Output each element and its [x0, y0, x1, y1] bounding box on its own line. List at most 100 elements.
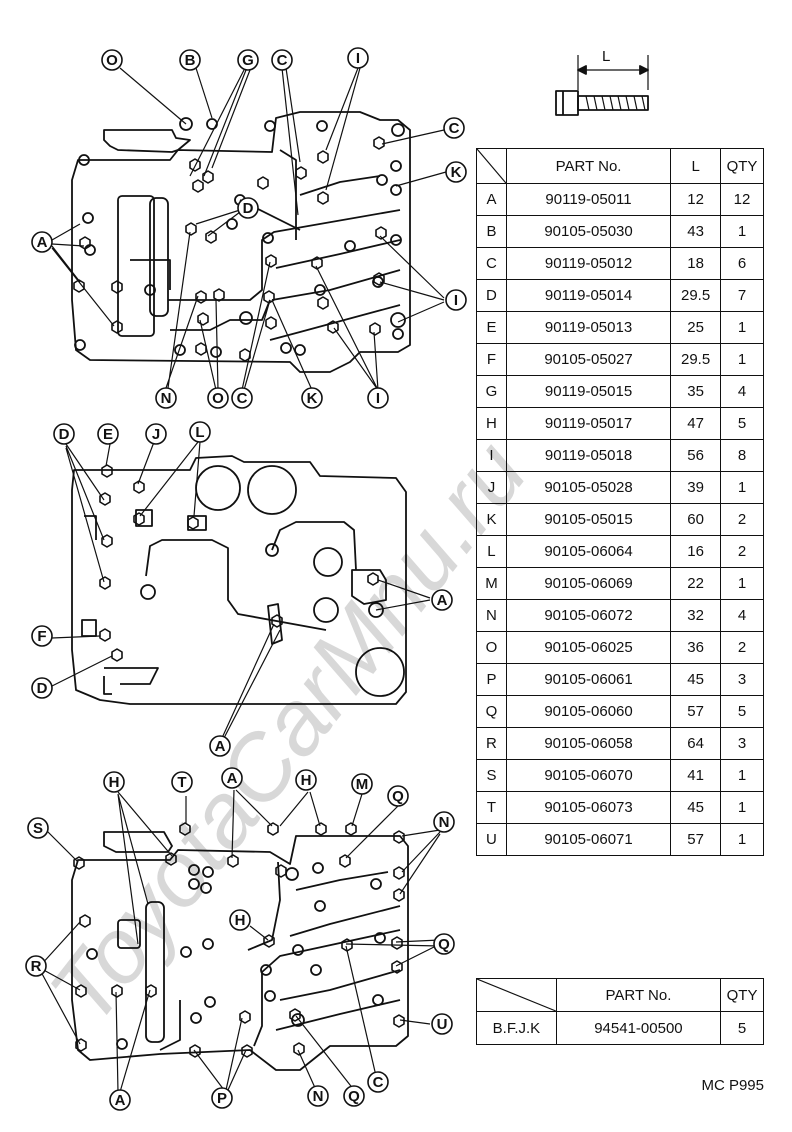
row-part-no: 90105-05015 — [505, 503, 672, 536]
row-qty: 5 — [720, 695, 764, 728]
sub-row-key: B.F.J.K — [476, 1011, 557, 1045]
callout-top-D: D — [237, 197, 259, 219]
svg-text:G: G — [242, 52, 254, 69]
row-part-no: 90105-06072 — [505, 599, 672, 632]
row-length: 22 — [670, 567, 722, 600]
svg-text:K: K — [307, 390, 318, 407]
svg-text:B: B — [185, 52, 196, 69]
callout-top-C: C — [271, 49, 293, 71]
row-length: 47 — [670, 407, 722, 440]
row-length: 25 — [670, 311, 722, 344]
row-length: 12 — [670, 183, 722, 216]
svg-text:E: E — [103, 426, 113, 443]
svg-text:C: C — [277, 52, 288, 69]
row-key: K — [476, 503, 507, 536]
table-row: B.F.J.K 94541-00500 5 — [476, 1011, 764, 1045]
row-qty: 3 — [720, 727, 764, 760]
callout-bot-A: A — [221, 767, 243, 789]
sub-table-header-row: PART No. QTY — [476, 978, 764, 1012]
row-key: F — [476, 343, 507, 376]
row-part-no: 90105-06070 — [505, 759, 672, 792]
row-key: U — [476, 823, 507, 856]
row-qty: 5 — [720, 407, 764, 440]
callout-mid-D: D — [53, 423, 75, 445]
row-part-no: 90105-06064 — [505, 535, 672, 568]
svg-text:H: H — [301, 772, 312, 789]
row-part-no: 90105-06073 — [505, 791, 672, 824]
row-length: 64 — [670, 727, 722, 760]
svg-text:D: D — [37, 680, 48, 697]
callout-top-B: B — [179, 49, 201, 71]
row-part-no: 90105-06058 — [505, 727, 672, 760]
row-key: N — [476, 599, 507, 632]
row-part-no: 90105-05028 — [505, 471, 672, 504]
row-key: S — [476, 759, 507, 792]
row-key: L — [476, 535, 507, 568]
callout-bot-S: S — [27, 817, 49, 839]
svg-text:A: A — [227, 770, 238, 787]
callout-bot-Q2: Q — [433, 933, 455, 955]
svg-text:T: T — [177, 774, 186, 791]
row-length: 56 — [670, 439, 722, 472]
callout-bot-M: M — [351, 773, 373, 795]
svg-text:D: D — [59, 426, 70, 443]
row-part-no: 90119-05013 — [505, 311, 672, 344]
callout-bot-Q3: Q — [343, 1085, 365, 1107]
callout-bot-A2: A — [109, 1089, 131, 1111]
svg-text:N: N — [161, 390, 172, 407]
row-part-no: 90119-05012 — [505, 247, 672, 280]
figure-code: MC P995 — [701, 1077, 764, 1094]
row-length: 39 — [670, 471, 722, 504]
row-length: 41 — [670, 759, 722, 792]
svg-text:N: N — [439, 814, 450, 831]
row-key: T — [476, 791, 507, 824]
gasket-parts-table: PART No. QTY B.F.J.K 94541-00500 5 — [476, 978, 764, 1045]
row-part-no: 90119-05017 — [505, 407, 672, 440]
callout-bot-H2: H — [295, 769, 317, 791]
row-key: G — [476, 375, 507, 408]
callout-top-O: O — [101, 49, 123, 71]
callout-bot-T: T — [171, 771, 193, 793]
row-length: 57 — [670, 823, 722, 856]
row-length: 18 — [670, 247, 722, 280]
callout-bot-C: C — [367, 1071, 389, 1093]
callout-mid-A2: A — [209, 735, 231, 757]
row-key: Q — [476, 695, 507, 728]
callout-mid-D2: D — [31, 677, 53, 699]
callout-top-K: K — [445, 161, 467, 183]
row-qty: 7 — [720, 279, 764, 312]
row-key: R — [476, 727, 507, 760]
middle-plate — [71, 455, 407, 705]
svg-text:C: C — [449, 120, 460, 137]
header-length: L — [670, 148, 722, 184]
svg-text:H: H — [235, 912, 246, 929]
callout-top-G: G — [237, 49, 259, 71]
row-part-no: 90119-05014 — [505, 279, 672, 312]
row-qty: 1 — [720, 311, 764, 344]
callout-labels: O B G C I C K A D I N O C K I D E J L A … — [25, 47, 467, 1111]
callout-top-I: I — [347, 47, 369, 69]
row-qty: 1 — [720, 759, 764, 792]
callout-bot-H: H — [103, 771, 125, 793]
header-part-no: PART No. — [505, 148, 672, 184]
row-key: I — [476, 439, 507, 472]
svg-text:I: I — [356, 50, 360, 67]
bolt-length-label: L — [602, 48, 611, 65]
row-qty: 1 — [720, 215, 764, 248]
row-key: H — [476, 407, 507, 440]
row-key: A — [476, 183, 507, 216]
row-qty: 2 — [720, 631, 764, 664]
